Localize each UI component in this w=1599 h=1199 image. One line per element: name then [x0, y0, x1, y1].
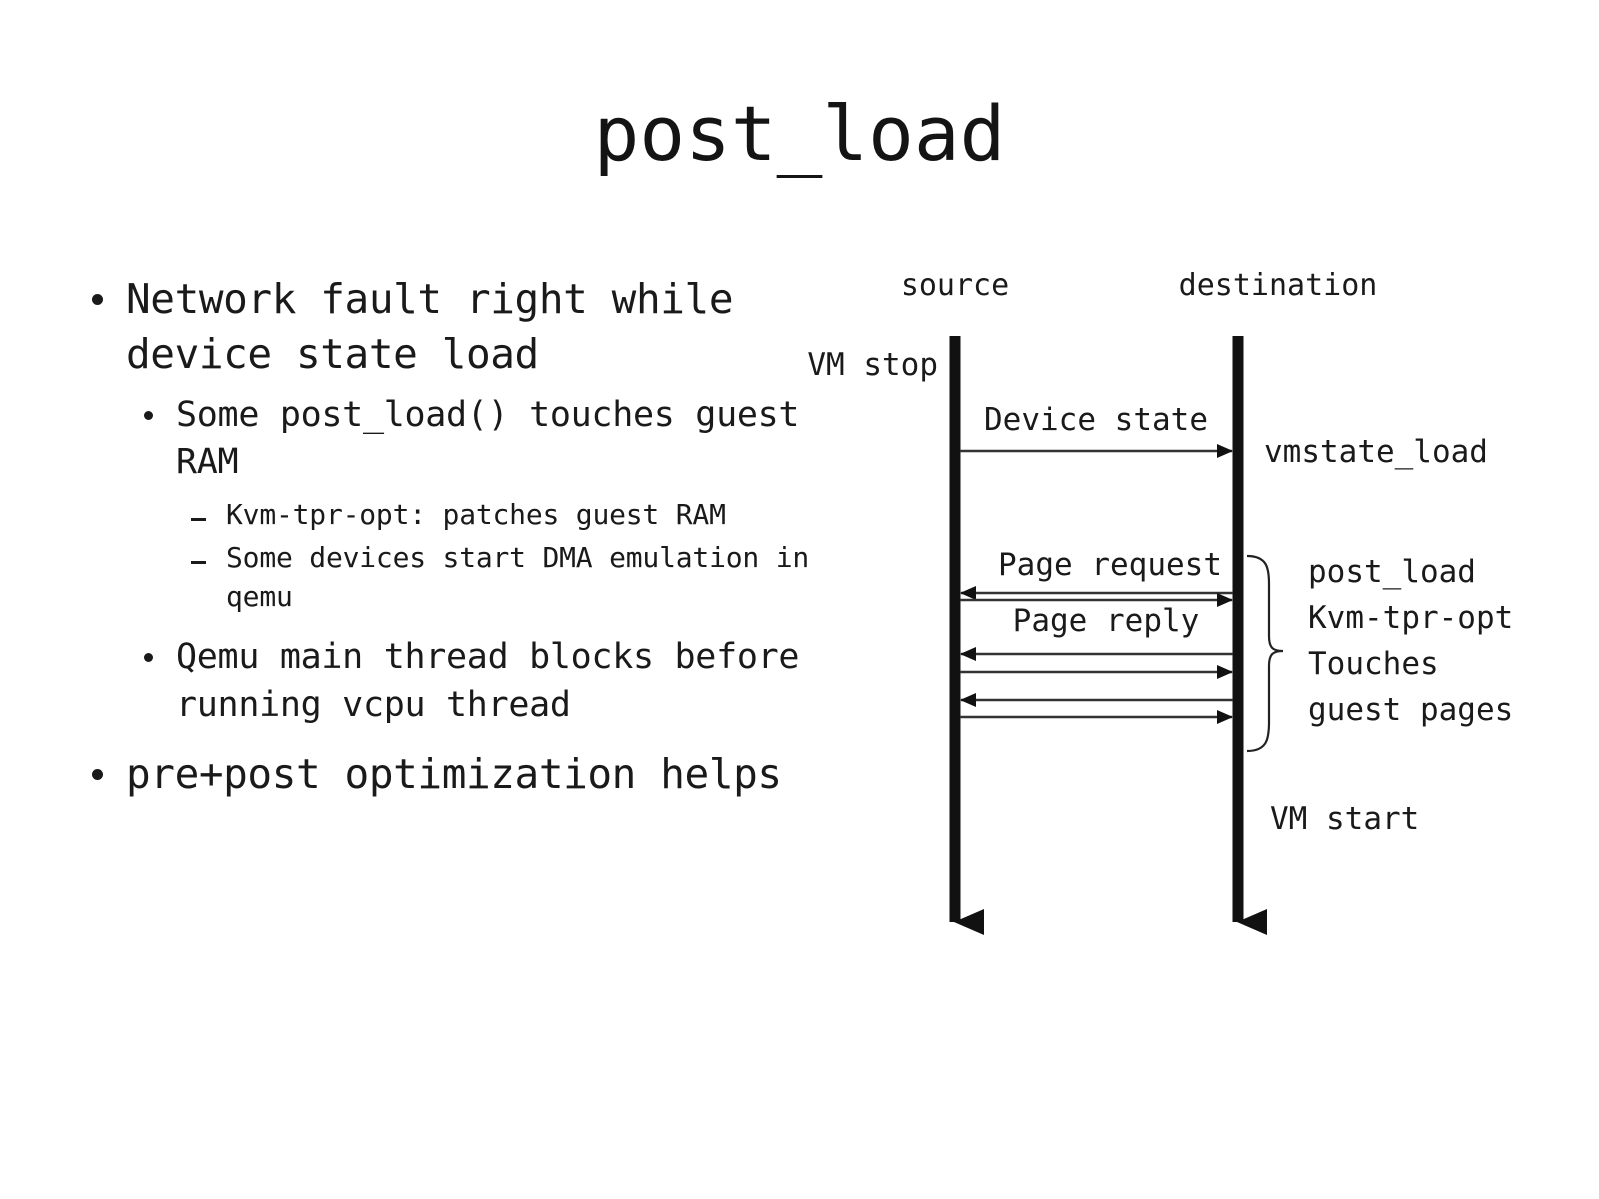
- bullet-dash-icon: [191, 561, 206, 564]
- list-item: pre+post optimization helps: [78, 747, 868, 802]
- brace-note-line-2: Kvm-tpr-opt: [1308, 600, 1513, 636]
- list-item-label: Network fault right while device state l…: [126, 275, 734, 378]
- list-item: Some post_load() touches guest RAM: [78, 392, 868, 487]
- sequence-diagram: source destination VM stop Device state …: [780, 250, 1580, 980]
- list-item-label: Qemu main thread blocks before running v…: [176, 637, 800, 725]
- bullet-dot-icon: [92, 768, 103, 780]
- list-item-label: pre+post optimization helps: [126, 749, 782, 798]
- lifeline-label-source: source: [901, 268, 1009, 303]
- brace-note-line-1: post_load: [1308, 554, 1476, 590]
- brace-note-line-3: Touches: [1308, 646, 1439, 682]
- bullet-dot-icon: [144, 410, 153, 420]
- list-item-label: Some post_load() touches guest RAM: [176, 394, 800, 483]
- message-label-page-request: Page request: [998, 547, 1222, 583]
- bullet-dash-icon: [191, 518, 206, 522]
- message-label-page-reply: Page reply: [1013, 603, 1200, 639]
- brace-note-line-4: guest pages: [1308, 692, 1513, 728]
- lifeline-label-destination: destination: [1179, 268, 1378, 303]
- list-item-label: Some devices start DMA emulation in qemu: [226, 541, 810, 613]
- list-item-label: Kvm-tpr-opt: patches guest RAM: [226, 498, 726, 532]
- message-label-device-state: Device state: [984, 402, 1208, 438]
- list-item: Kvm-tpr-opt: patches guest RAM: [78, 496, 868, 535]
- bullet-dot-icon: [92, 294, 103, 305]
- page-title: post_load: [593, 89, 1006, 178]
- list-item: Network fault right while device state l…: [78, 272, 868, 382]
- label-vm-start: VM start: [1270, 801, 1419, 837]
- bullet-dot-icon: [144, 653, 153, 663]
- label-vmstate-load: vmstate_load: [1264, 434, 1488, 470]
- list-item: Some devices start DMA emulation in qemu: [78, 539, 868, 616]
- bullet-list: Network fault right while device state l…: [78, 272, 868, 810]
- group-brace-icon: [1246, 554, 1284, 753]
- list-item: Qemu main thread blocks before running v…: [78, 634, 868, 729]
- label-vm-stop: VM stop: [807, 347, 938, 383]
